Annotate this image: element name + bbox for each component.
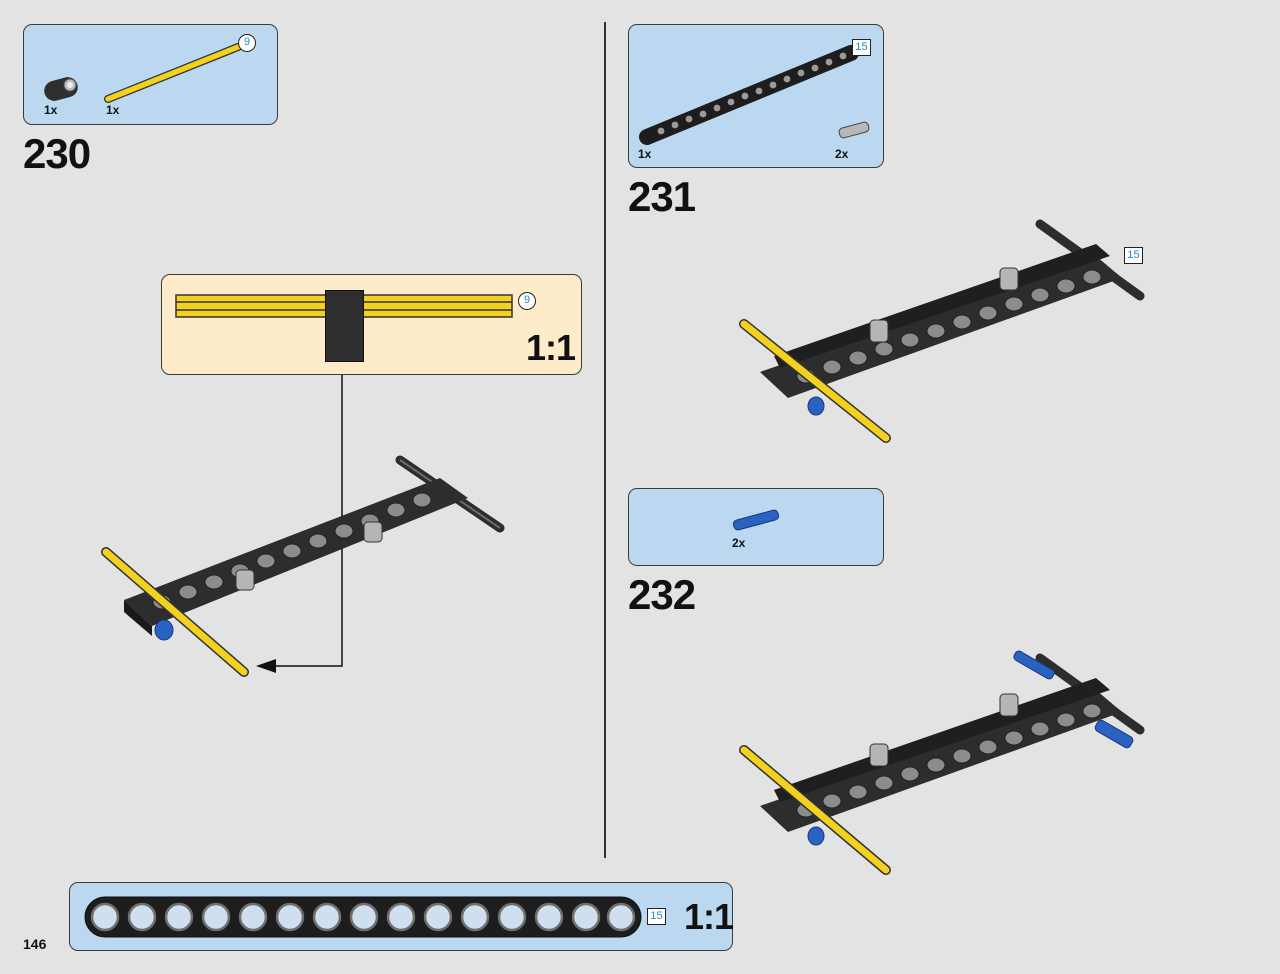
axle-length-badge: 9: [518, 292, 536, 310]
pin-quantity: 2x: [835, 147, 849, 161]
step-230-model-image: [101, 455, 505, 677]
black-connector-icon: [325, 290, 364, 362]
page-divider: [604, 22, 606, 858]
black-connector-icon: [44, 77, 78, 101]
axle-length-badge: 9: [238, 34, 256, 52]
beam-length-badge: 15: [647, 908, 666, 925]
black-beam-15-icon: [84, 896, 642, 938]
axle-scale-callout: 9 1:1: [161, 274, 582, 375]
grey-pin-icon: [838, 121, 870, 139]
model-beam-length-badge: 15: [1124, 247, 1143, 264]
step-230-parts-box: 9 1x 1x: [23, 24, 278, 125]
step-232-number: 232: [628, 571, 696, 618]
step-232-model-image: [739, 650, 1145, 875]
blue-pin-icon: [732, 509, 780, 531]
page-number: 146: [23, 936, 47, 952]
black-beam-15-icon: [639, 45, 859, 145]
beam-length-badge: 15: [852, 39, 871, 56]
beam-quantity: 1x: [638, 147, 652, 161]
blue-pin-quantity: 2x: [732, 536, 746, 550]
scale-label: 1:1: [684, 896, 734, 937]
beam-scale-callout: 15 1:1: [69, 882, 734, 951]
step-231-parts-box: 15 1x 2x: [628, 24, 884, 168]
step-231-model-image: [739, 219, 1145, 443]
yellow-axle-icon: [104, 43, 242, 103]
step-232-parts-box: 2x: [628, 488, 884, 566]
axle-quantity: 1x: [106, 103, 120, 117]
step-231-number: 231: [628, 173, 696, 220]
connector-quantity: 1x: [44, 103, 58, 117]
step-230-number: 230: [23, 130, 91, 177]
scale-label: 1:1: [526, 327, 576, 368]
